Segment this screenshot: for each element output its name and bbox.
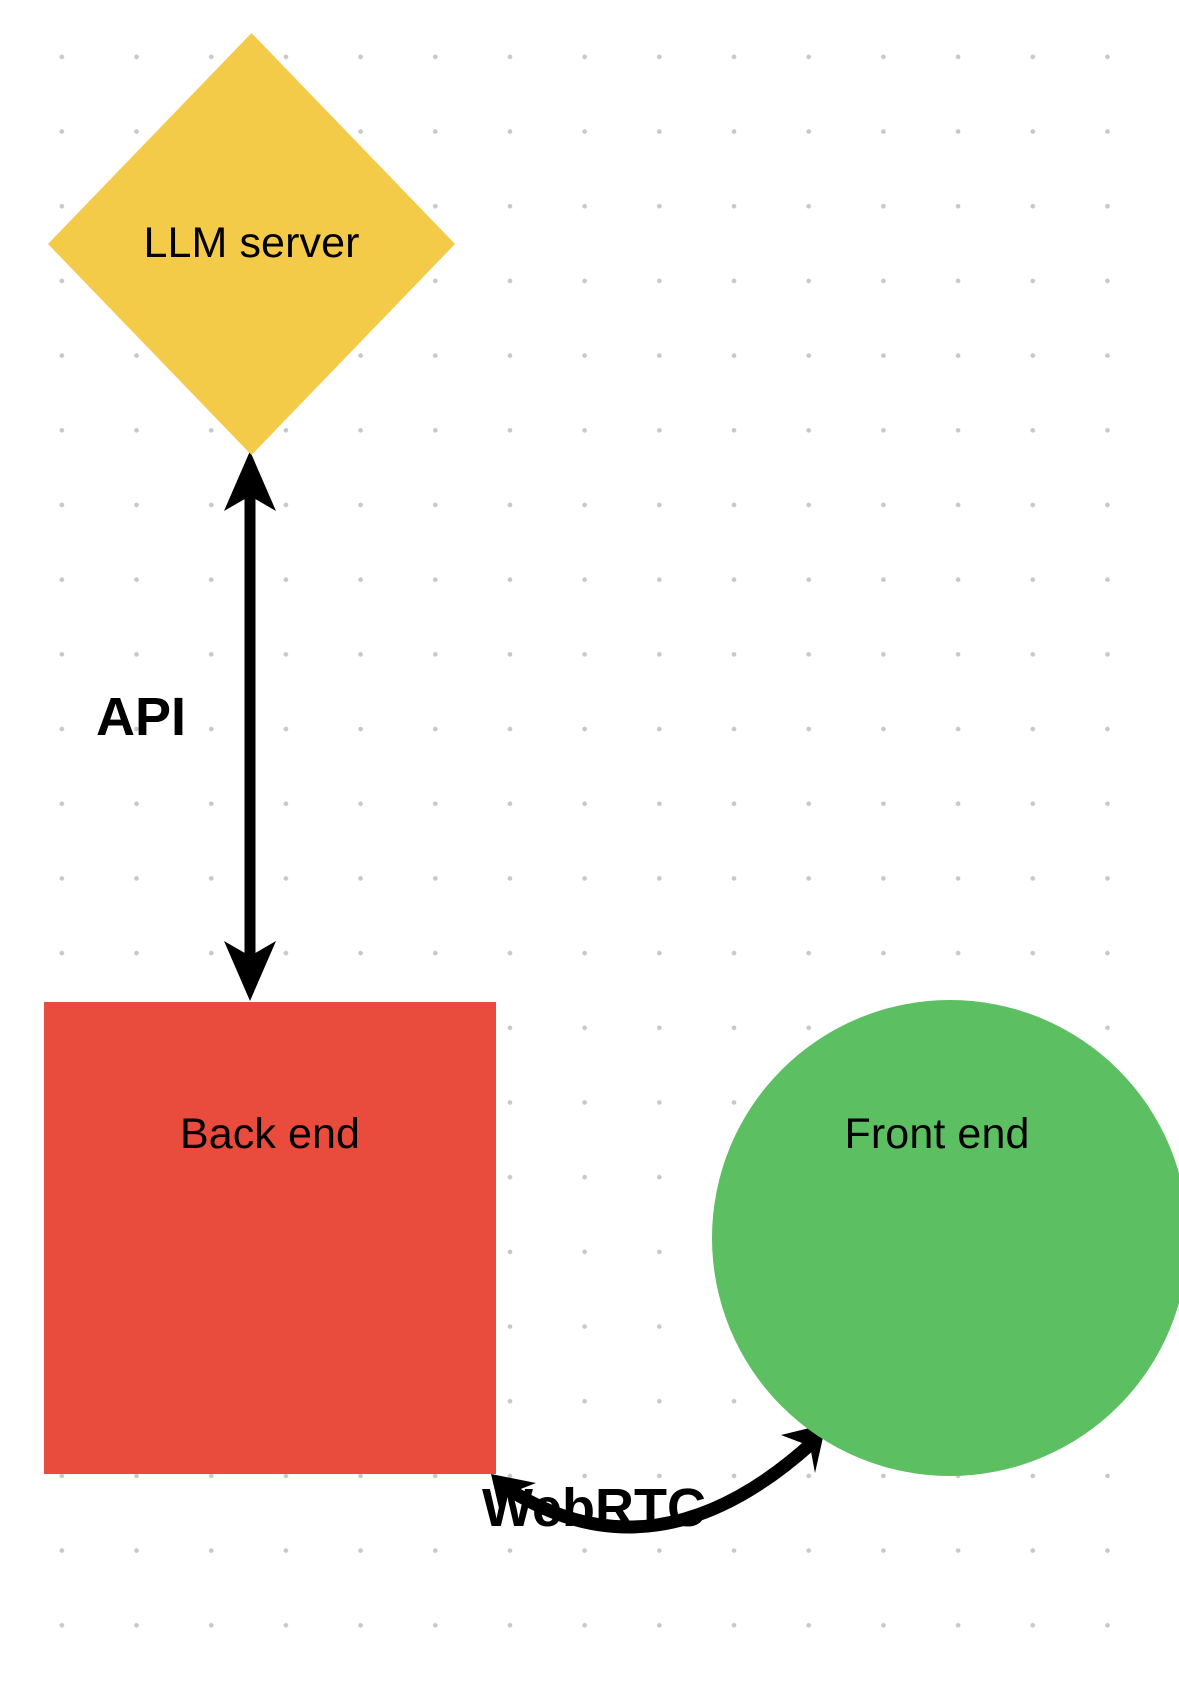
edge-api[interactable] [224, 451, 276, 1001]
node-front-end-label: Front end [844, 1110, 1030, 1158]
node-llm-server[interactable] [48, 33, 455, 455]
edge-api-arrowhead-top [224, 451, 276, 511]
node-front-end[interactable] [712, 1000, 1179, 1476]
edge-api-label: API [96, 687, 187, 747]
edge-api-arrowhead-bottom [224, 941, 276, 1001]
edge-webrtc-label: WebRTC [482, 1478, 706, 1538]
node-llm-server-label: LLM server [143, 219, 360, 267]
node-back-end-label: Back end [179, 1110, 361, 1158]
node-back-end[interactable] [44, 1002, 496, 1474]
